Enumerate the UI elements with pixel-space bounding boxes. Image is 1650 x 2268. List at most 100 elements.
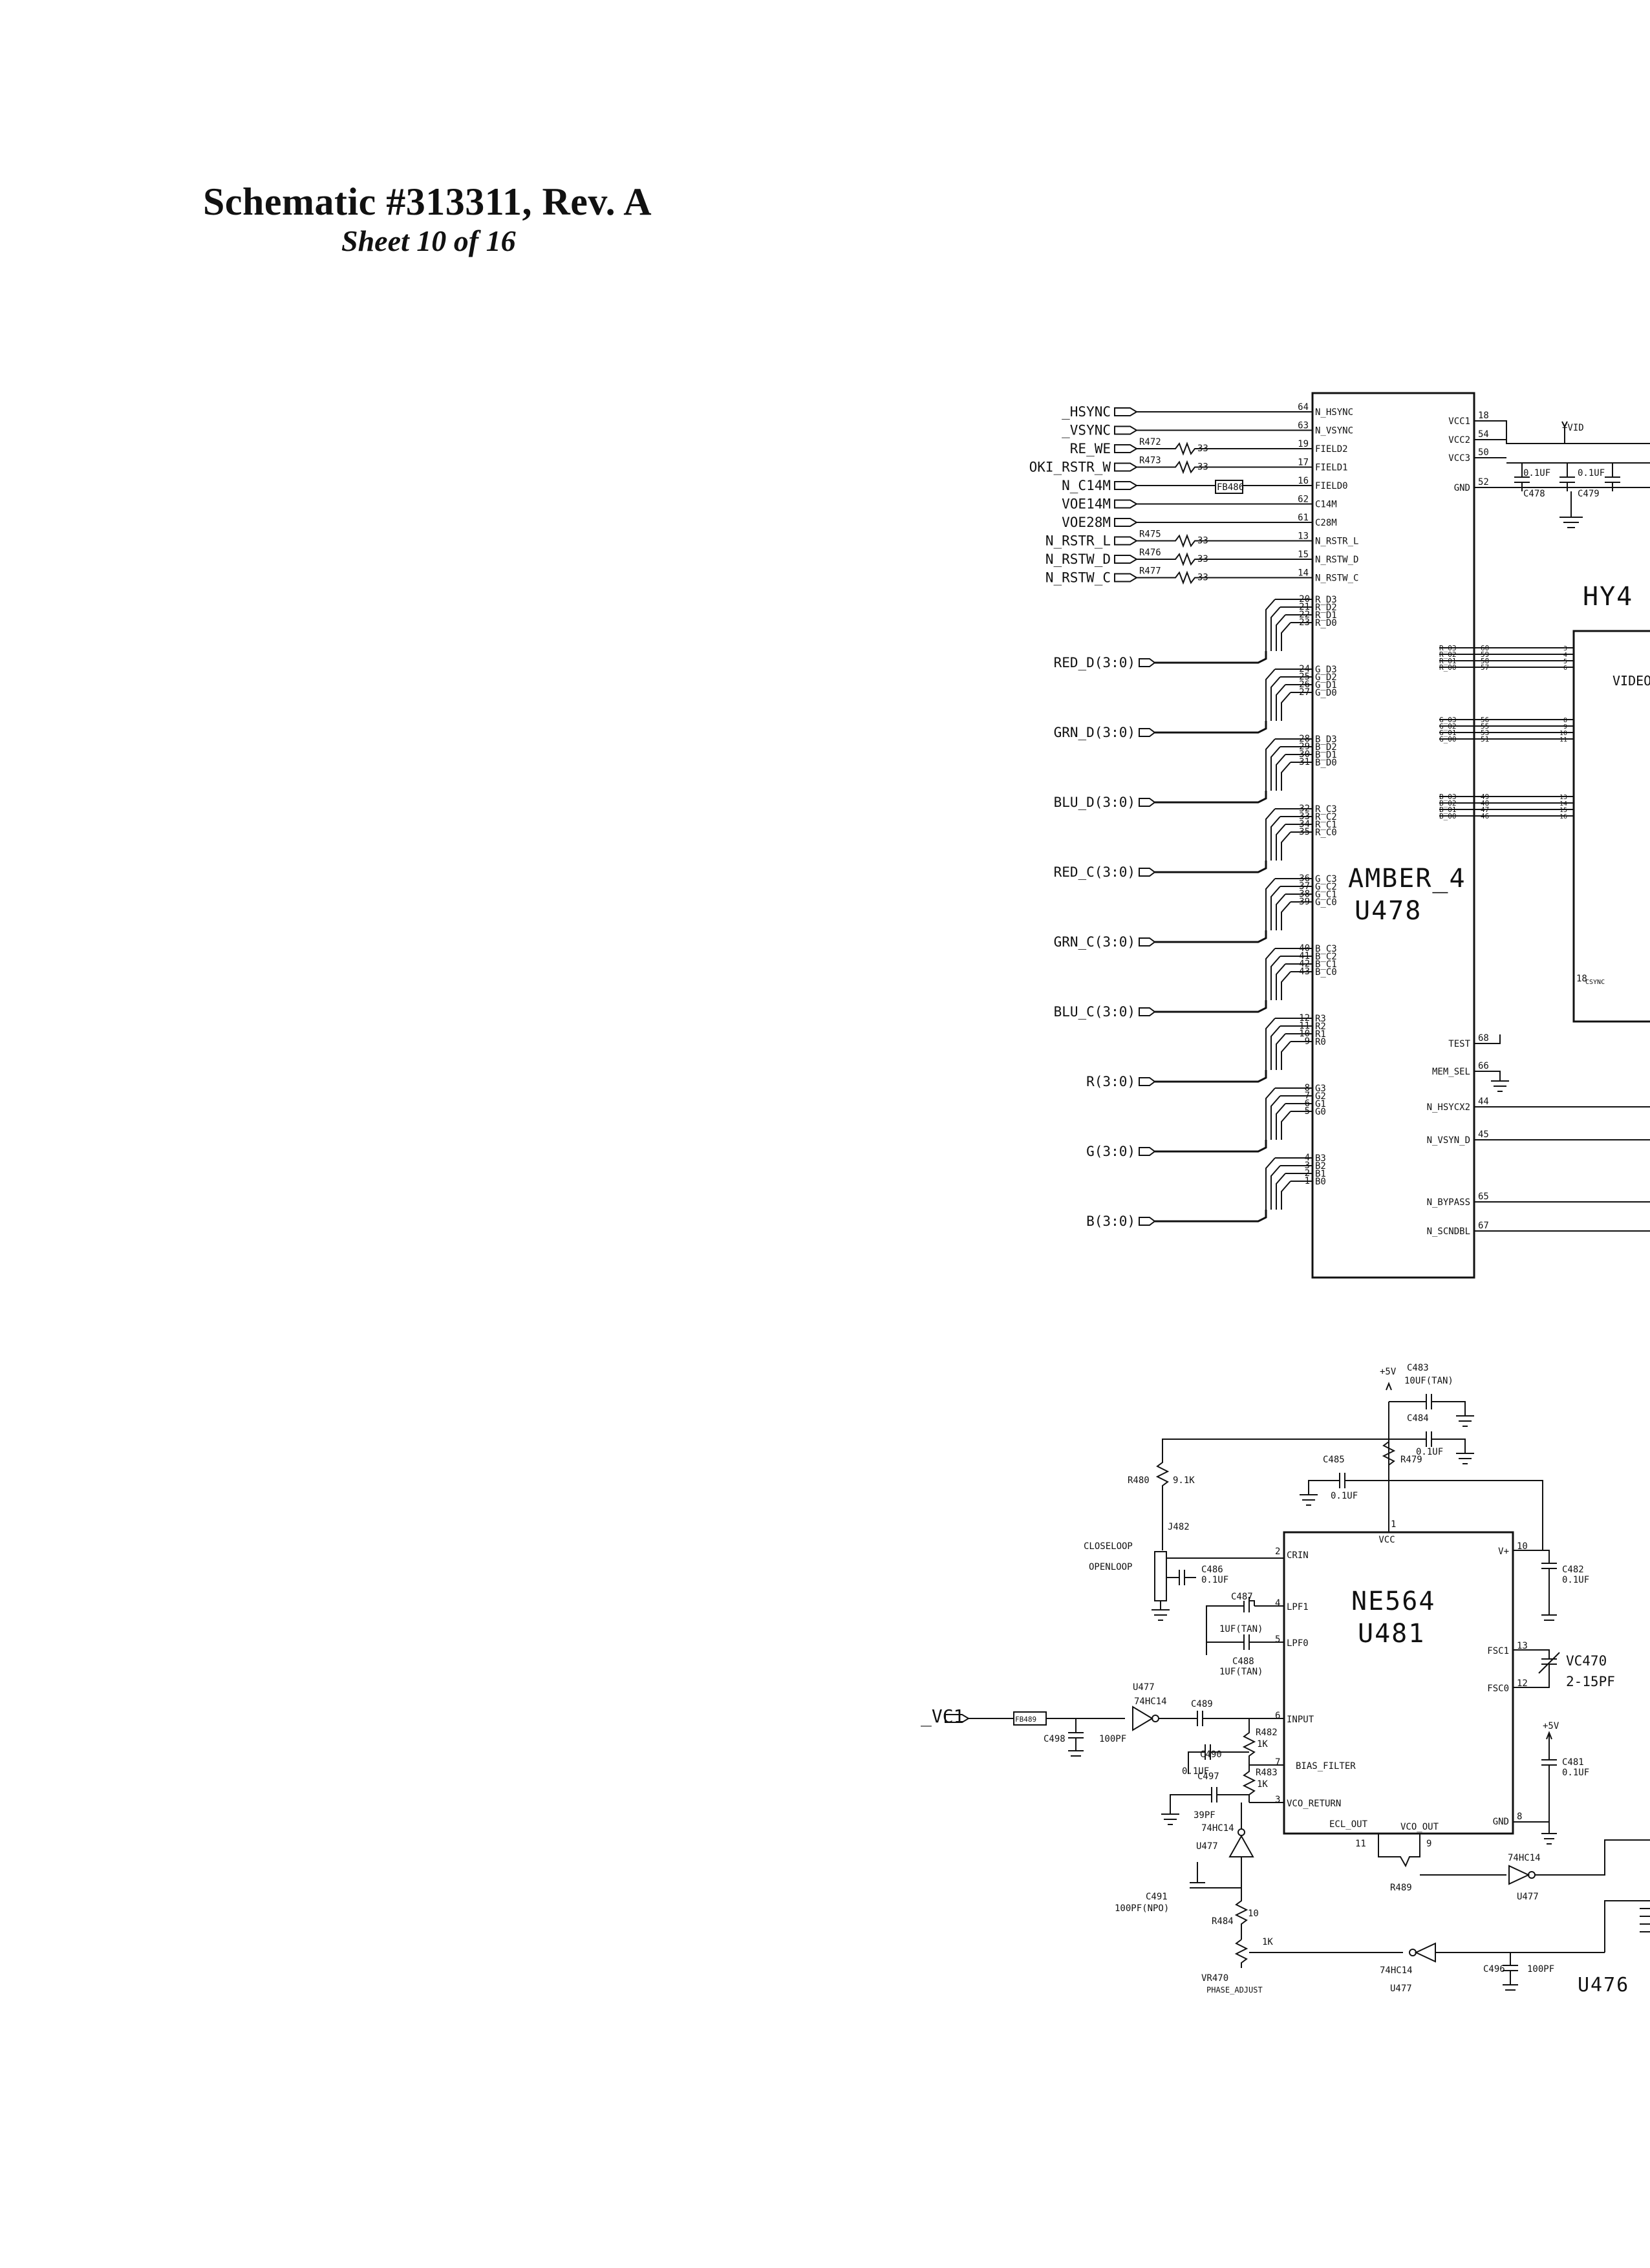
resistor-value: 33 <box>1197 536 1208 546</box>
pin-number: 3 <box>1275 1795 1280 1805</box>
c478-value: 0.1UF <box>1523 468 1550 478</box>
pin-label: TEST <box>1448 1039 1470 1049</box>
series-resistor: R472 <box>1139 437 1161 447</box>
pin-label: FIELD1 <box>1315 463 1348 473</box>
hy4-pin: 4 <box>1563 652 1567 659</box>
pin-label: B_01 <box>1439 806 1457 814</box>
pin-number: 11 <box>1355 1839 1366 1849</box>
hy4-pin: 13 <box>1559 794 1567 801</box>
pin-number: 9 <box>1426 1839 1431 1849</box>
pin-number: 50 <box>1478 447 1489 458</box>
u481-pin-vcc: VCC 1 <box>1378 1519 1396 1545</box>
port-label: VOE28M <box>1062 515 1111 530</box>
pin-number: 6 <box>1275 1711 1280 1721</box>
c481-vcc: +5V <box>1543 1721 1559 1731</box>
pin-number: 20 <box>1299 594 1310 604</box>
c483-ref: C483 <box>1407 1363 1429 1373</box>
hy4-body <box>1572 630 1650 1023</box>
pin-number: 63 <box>1298 421 1309 431</box>
pin-label: G_01 <box>1439 729 1457 737</box>
pin-label: FIELD0 <box>1315 481 1348 491</box>
svg-text:FB486: FB486 <box>1217 482 1244 493</box>
c497-cap: 39PF <box>1194 1810 1216 1821</box>
u478-ref: U478 <box>1355 896 1422 926</box>
vid-supply-label: +VID <box>1562 423 1584 433</box>
pin-number: 33 <box>1299 811 1310 822</box>
r479-ref: R479 <box>1400 1455 1422 1465</box>
pin-number: 1 <box>1391 1519 1396 1530</box>
pin-number: 10 <box>1299 1029 1310 1039</box>
pin-n-vsyn-d: N_VSYN_D45 <box>1427 1129 1650 1146</box>
pin-number: 65 <box>1478 1192 1489 1202</box>
pin-number: 12 <box>1299 1013 1310 1023</box>
resistor-value: 33 <box>1197 462 1208 473</box>
decoupling-caps: 0.1UF C478 0.1UF C479 +VID <box>1474 420 1650 528</box>
pin-label: FSC0 <box>1487 1684 1509 1694</box>
pin-label: G_D1 <box>1315 680 1337 690</box>
pin-label: B_D3 <box>1315 734 1337 745</box>
pin-number: 13 <box>1517 1641 1528 1651</box>
pin-number: 67 <box>1478 1221 1489 1231</box>
pin-label: VCC1 <box>1448 416 1470 427</box>
pin-label: N_RSTW_D <box>1315 555 1358 565</box>
pin-number: 27 <box>1299 687 1310 698</box>
pin-label: G1 <box>1315 1099 1326 1109</box>
u478-body <box>1311 392 1475 1279</box>
pin-label: G_D3 <box>1315 665 1337 675</box>
c486-ref: C486 <box>1201 1565 1223 1575</box>
pin-number: 68 <box>1478 1033 1489 1043</box>
r489-ref: R489 <box>1390 1883 1412 1893</box>
pin-number: 58 <box>1481 657 1489 665</box>
pin-label: B_C3 <box>1315 944 1337 954</box>
u478-right-pins: VCC118VCC254VCC350GND52TEST68MEM_SEL66N_… <box>1427 411 1650 1237</box>
pin-number: 19 <box>1298 439 1309 449</box>
pin-label: INPUT <box>1287 1715 1314 1725</box>
pin-number: 3 <box>1305 1161 1310 1171</box>
pin-number: 4 <box>1305 1153 1310 1163</box>
hy4-pin: 11 <box>1559 736 1567 744</box>
pin-number: 57 <box>1481 663 1489 672</box>
pin-number: 36 <box>1299 873 1310 884</box>
c497-ref: C497 <box>1197 1771 1219 1782</box>
pin-label: B_02 <box>1439 799 1457 808</box>
resistor-value: 33 <box>1197 554 1208 564</box>
pin-number: 61 <box>1298 513 1309 523</box>
pin-number: 41 <box>1299 951 1310 961</box>
pin-number: 12 <box>1517 1678 1528 1689</box>
pin-label: R_C0 <box>1315 828 1337 838</box>
pin-number: 13 <box>1298 531 1309 542</box>
pin-number: 2 <box>1275 1546 1280 1557</box>
hy4-label: VIDEO HYBRID <box>1612 673 1650 689</box>
pin-number: 46 <box>1481 812 1489 820</box>
pin-test: TEST 68 <box>1448 1033 1501 1049</box>
j482-closeloop: CLOSELOOP <box>1084 1541 1133 1552</box>
pin-number: 55 <box>1481 722 1489 731</box>
pin-label: R2 <box>1315 1022 1326 1032</box>
pin-number: 5 <box>1305 1106 1310 1117</box>
vc470-value: 2-15PF <box>1566 1674 1615 1689</box>
c481-ref: C481 <box>1562 1757 1584 1768</box>
pin-number: 2 <box>1305 1168 1310 1179</box>
pin-label: G_00 <box>1439 735 1457 744</box>
hy4-pin: 10 <box>1559 730 1567 737</box>
j482-openloop: OPENLOOP <box>1089 1562 1132 1572</box>
u477-ref-b: U477 <box>1196 1841 1218 1852</box>
pin-number: 14 <box>1298 568 1309 579</box>
pin-label: N_HSYNC <box>1315 407 1353 418</box>
c482-ref: C482 <box>1562 1565 1584 1575</box>
pin-label: G_C1 <box>1315 890 1337 900</box>
pin-label: VCC <box>1378 1535 1395 1545</box>
u478-part: AMBER_4 <box>1348 864 1466 893</box>
